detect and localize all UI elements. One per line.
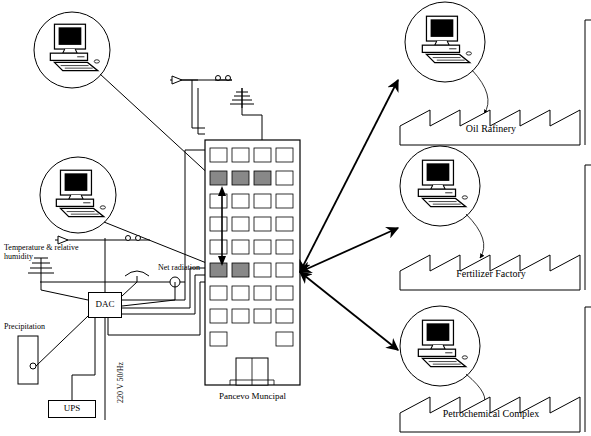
connector: [300, 272, 398, 350]
computer-circle: [400, 146, 480, 226]
node-label: Oil Rafinery: [466, 123, 516, 134]
node-label: Pancevo Muncipal: [219, 392, 286, 402]
link-line: [100, 74, 213, 178]
link-line: [104, 222, 219, 268]
computer-circle: [34, 12, 110, 88]
computer-icon: [418, 160, 467, 207]
connector: [72, 318, 95, 400]
node-label: Fertilizer Factory: [456, 268, 526, 279]
computer-circle: [405, 2, 485, 82]
factory-node: Fertilizer Factory: [398, 150, 585, 290]
node-label: DAC: [95, 300, 114, 310]
computer-icon: [422, 16, 471, 63]
connector: [300, 228, 398, 272]
ups-box: UPS: [48, 400, 96, 418]
link-arrow: [472, 70, 488, 114]
power-label: 220 V 50/Hz: [117, 361, 126, 402]
computer-icon: [50, 24, 99, 71]
dac-box: DAC: [88, 292, 122, 318]
roof-weather-mast: [170, 76, 262, 141]
sensor-label: Temperature & relative humidity: [4, 244, 82, 262]
sensor-label: Precipitation: [4, 323, 45, 332]
computer-icon: [56, 170, 105, 217]
computer-circle: [40, 157, 116, 233]
factory-node: Petrochemical Complex: [398, 295, 585, 432]
computer-icon: [418, 320, 467, 367]
building: [205, 140, 300, 385]
node-label: Petrochemical Complex: [443, 408, 539, 419]
sensor-label: Net radiation: [158, 264, 200, 273]
factory-outline: [400, 20, 591, 432]
computer-circle: [400, 306, 480, 386]
node-label: UPS: [64, 404, 81, 414]
connector: [300, 80, 398, 272]
factory-node: Oil Rafinery: [398, 2, 585, 145]
weather-station: [18, 150, 205, 420]
building-node: Pancevo Muncipal: [205, 140, 300, 402]
link-arrow: [466, 214, 484, 258]
